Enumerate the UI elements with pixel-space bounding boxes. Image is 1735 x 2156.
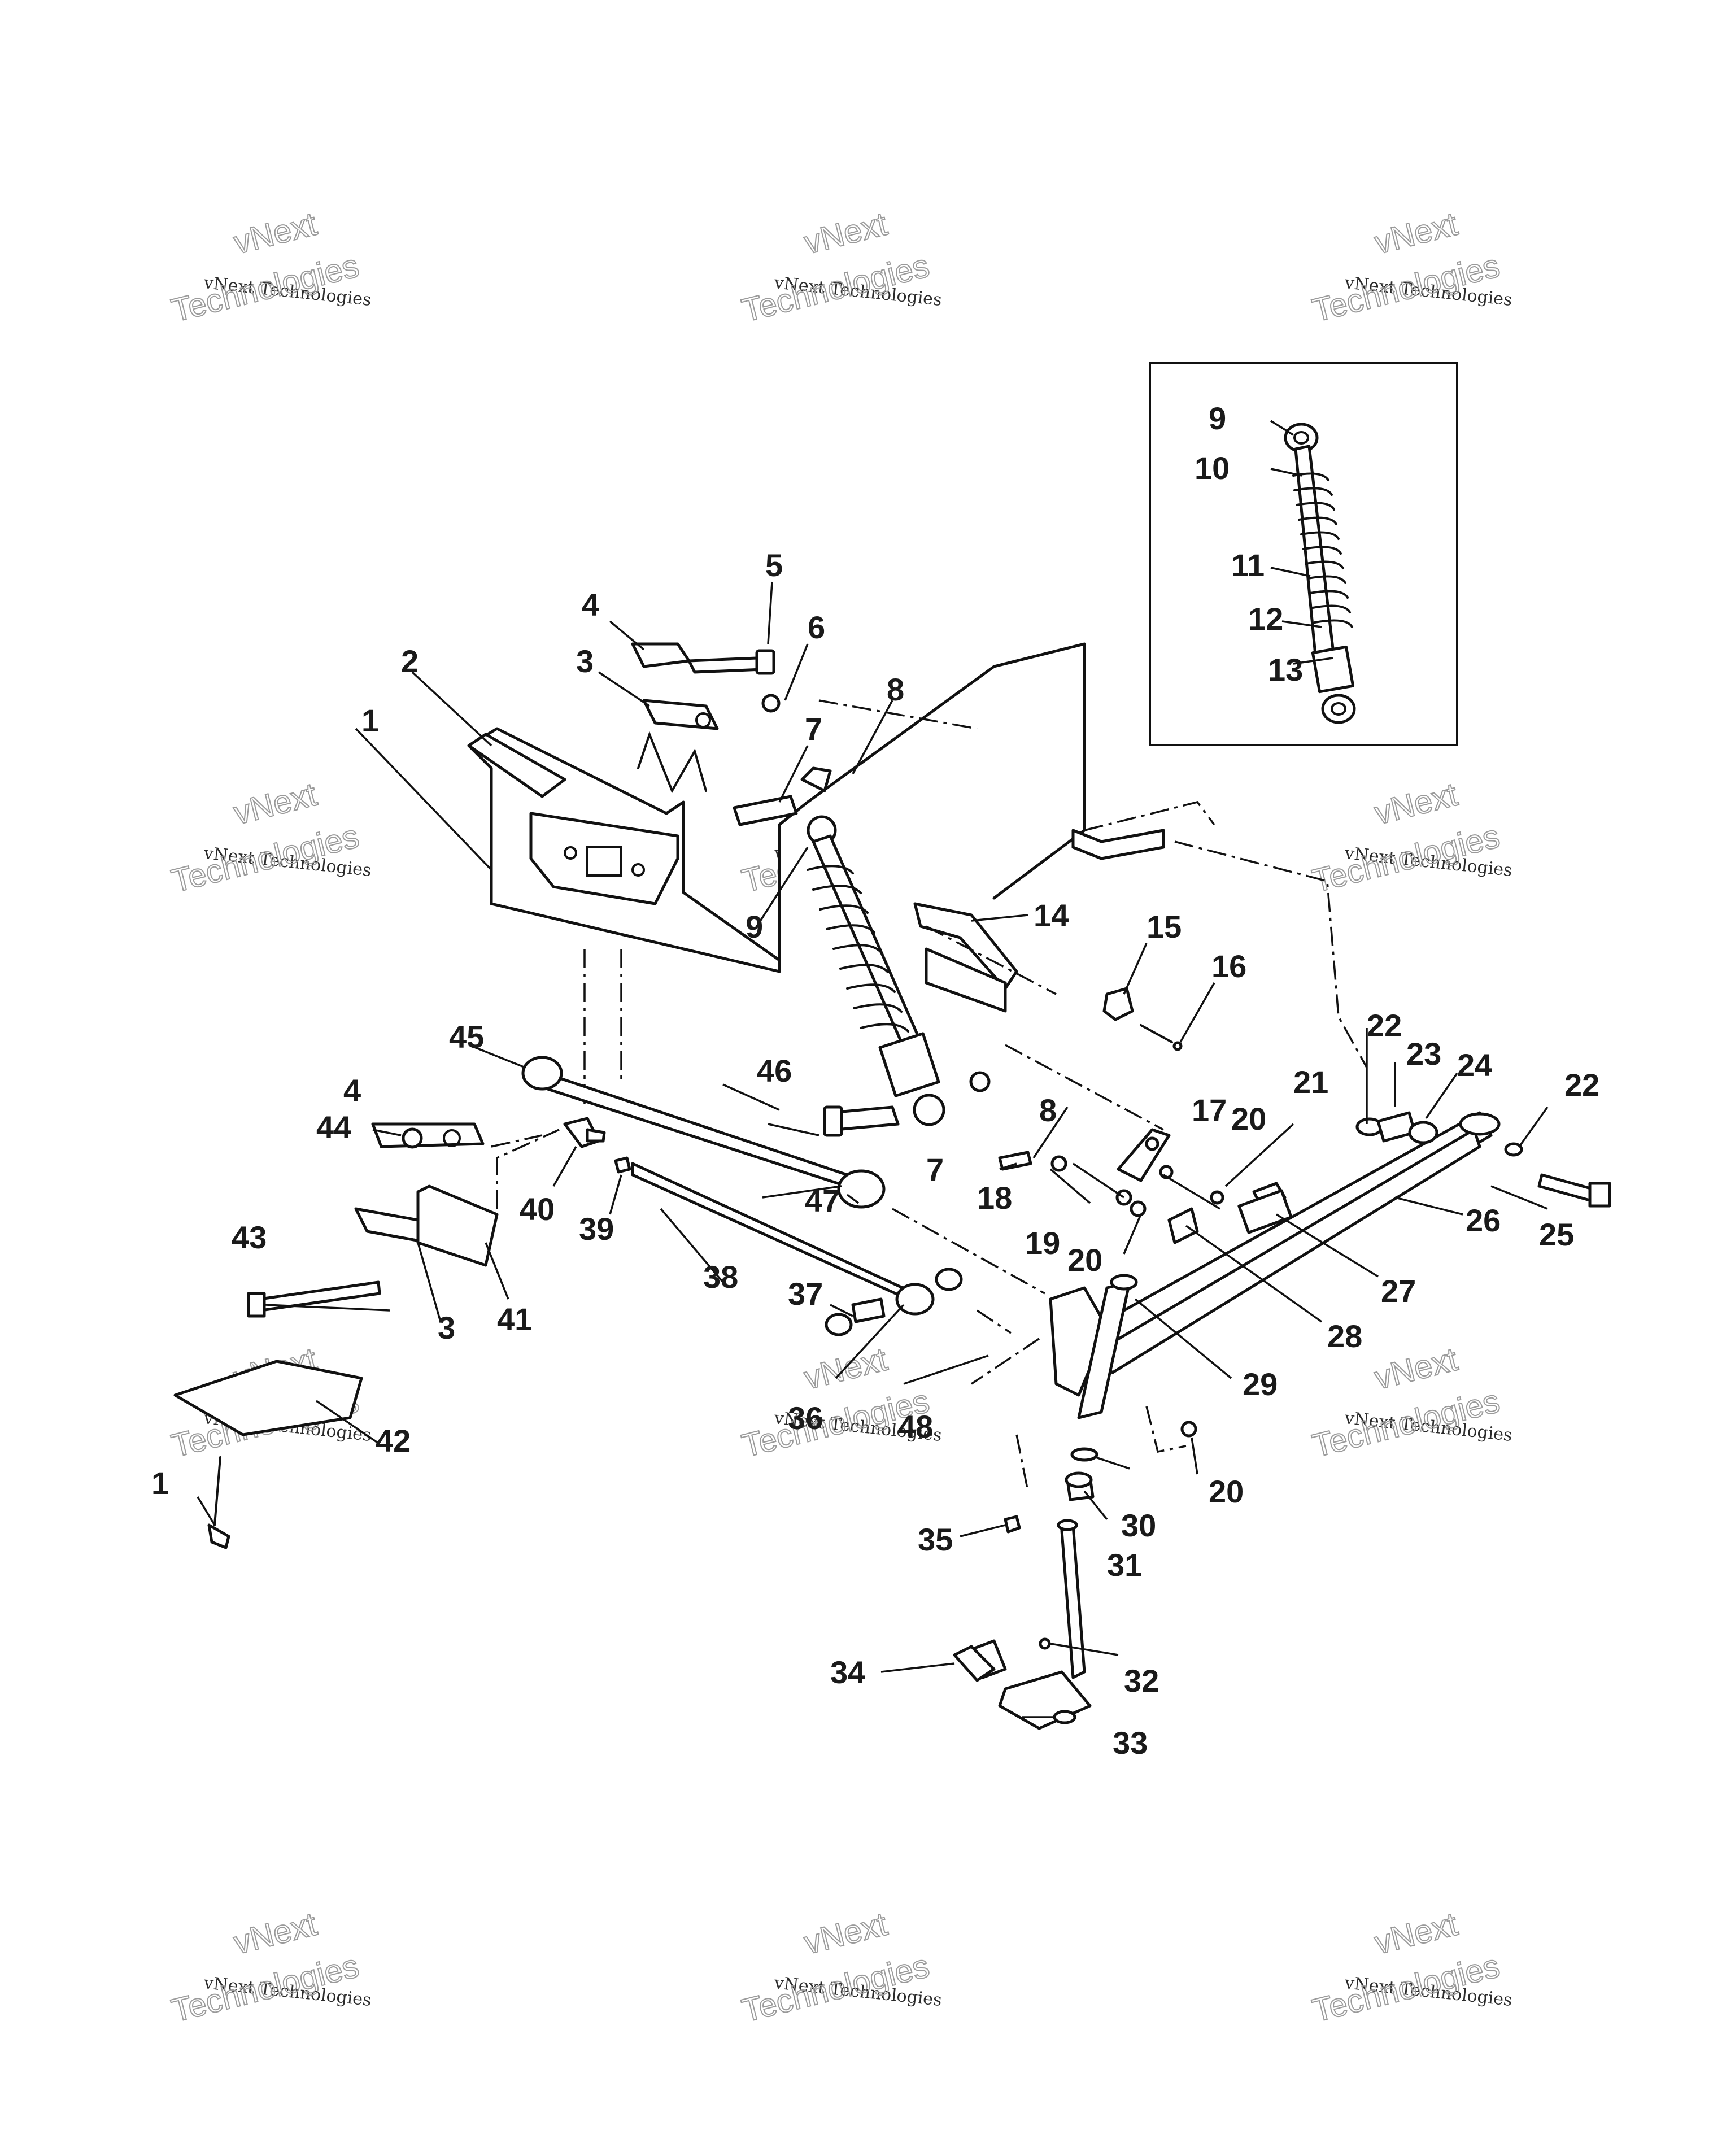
upper-bracket-hardware (631, 642, 781, 794)
watermark: vNext vNext Technologies Technologies (738, 205, 943, 330)
callout-44: 44 (316, 1109, 351, 1145)
callout-2: 2 (401, 643, 419, 679)
callout-1-b: 1 (151, 1465, 169, 1501)
callout-22-b: 22 (1564, 1067, 1599, 1103)
callout-6: 6 (808, 609, 825, 645)
watermark: vNext vNext Technologies Technologies (1308, 1340, 1513, 1465)
watermark: vNext vNext Technologies Technologies (167, 776, 372, 900)
callout-31: 31 (1107, 1547, 1142, 1583)
callout-34: 34 (830, 1654, 865, 1690)
callout-48: 48 (898, 1409, 933, 1444)
main-shock-absorber (733, 766, 991, 1137)
svg-text:vNext: vNext (800, 1906, 891, 1962)
callout-46: 46 (757, 1053, 792, 1088)
callout-42: 42 (376, 1423, 411, 1458)
callout-26: 26 (1466, 1203, 1501, 1238)
callout-4-b: 4 (343, 1073, 361, 1108)
svg-text:vNext: vNext (1371, 776, 1461, 832)
callout-47: 47 (805, 1183, 840, 1218)
callout-41: 41 (497, 1301, 532, 1337)
callout-17: 17 (1192, 1092, 1227, 1128)
callout-32: 32 (1124, 1663, 1159, 1698)
svg-text:Technologies: Technologies (168, 1948, 362, 2029)
callout-22-a: 22 (1367, 1008, 1402, 1043)
watermark: vNext vNext Technologies Technologies (167, 1905, 372, 2030)
trailing-arm-assembly (892, 1111, 1611, 1453)
radius-rods (173, 1056, 1012, 1549)
svg-text:Technologies: Technologies (1309, 1383, 1503, 1465)
callout-38: 38 (703, 1259, 738, 1295)
callout-7-b: 7 (926, 1152, 944, 1187)
callout-14: 14 (1034, 898, 1069, 933)
callout-18: 18 (977, 1180, 1012, 1216)
callout-33: 33 (1113, 1725, 1148, 1761)
callout-24: 24 (1457, 1047, 1492, 1083)
watermark: vNext vNext Technologies Technologies (1308, 776, 1513, 900)
upper-arm-assembly (913, 902, 1183, 1131)
svg-text:Technologies: Technologies (738, 1948, 932, 2029)
callout-36: 36 (788, 1400, 823, 1436)
callout-10: 10 (1195, 450, 1230, 486)
watermark: vNext vNext Technologies Technologies (167, 205, 372, 330)
callout-23: 23 (1406, 1036, 1441, 1072)
callout-3: 3 (576, 643, 594, 679)
shock-absorber-inset (1149, 362, 1458, 746)
svg-text:Technologies: Technologies (1309, 1948, 1503, 2029)
svg-text:vNext: vNext (230, 1906, 320, 1962)
leader-lines (197, 581, 1549, 1718)
callout-15: 15 (1147, 909, 1182, 944)
callout-21: 21 (1293, 1064, 1328, 1100)
svg-text:vNext: vNext (800, 206, 891, 262)
inset-shock-absorber (1284, 423, 1356, 724)
callout-4: 4 (582, 587, 599, 622)
svg-text:vNext: vNext (1371, 1906, 1461, 1962)
callout-20-a: 20 (1231, 1101, 1266, 1136)
svg-text:Technologies: Technologies (168, 247, 362, 329)
callout-7: 7 (805, 711, 822, 747)
callout-27: 27 (1381, 1273, 1416, 1309)
callout-3-b: 3 (438, 1310, 455, 1345)
callout-25: 25 (1539, 1217, 1574, 1252)
callout-20-c: 20 (1209, 1474, 1244, 1509)
svg-text:Technologies: Technologies (1309, 818, 1503, 900)
svg-text:vNext: vNext (1371, 206, 1461, 262)
callout-1: 1 (361, 703, 379, 738)
callout-40: 40 (520, 1191, 555, 1227)
callout-11: 11 (1231, 547, 1265, 583)
callout-20-b: 20 (1067, 1242, 1102, 1278)
callout-8: 8 (887, 672, 904, 707)
callout-19: 19 (1025, 1225, 1060, 1261)
callout-16: 16 (1211, 948, 1246, 984)
callout-13: 13 (1268, 652, 1303, 687)
svg-text:Technologies: Technologies (1309, 247, 1503, 329)
chassis-frame (467, 642, 1368, 1107)
callout-labels: 1 2 3 4 5 6 7 8 9 9 10 11 12 13 14 15 16… (151, 400, 1599, 1761)
spindle-assembly (953, 1434, 1098, 1730)
callout-5: 5 (765, 547, 783, 583)
callout-9-inset: 9 (1209, 400, 1226, 436)
callout-43: 43 (232, 1219, 267, 1255)
svg-text:vNext: vNext (230, 206, 320, 262)
svg-text:Technologies: Technologies (168, 818, 362, 900)
callout-45: 45 (449, 1019, 484, 1055)
callout-9: 9 (746, 909, 763, 944)
callout-28: 28 (1327, 1318, 1362, 1354)
watermark: vNext vNext Technologies Technologies (1308, 1905, 1513, 2030)
callout-39: 39 (579, 1211, 614, 1247)
callout-8-b: 8 (1039, 1092, 1057, 1128)
svg-text:vNext: vNext (230, 776, 320, 832)
callout-37: 37 (788, 1276, 823, 1312)
callout-12: 12 (1248, 601, 1283, 637)
callout-35: 35 (918, 1522, 953, 1557)
callout-29: 29 (1243, 1366, 1278, 1402)
watermark: vNext vNext Technologies Technologies (738, 1340, 943, 1465)
watermark: vNext vNext Technologies Technologies (738, 1905, 943, 2030)
callout-30: 30 (1121, 1508, 1156, 1543)
watermark: vNext vNext Technologies Technologies (1308, 205, 1513, 330)
svg-text:vNext: vNext (1371, 1341, 1461, 1397)
svg-text:Technologies: Technologies (738, 247, 932, 329)
